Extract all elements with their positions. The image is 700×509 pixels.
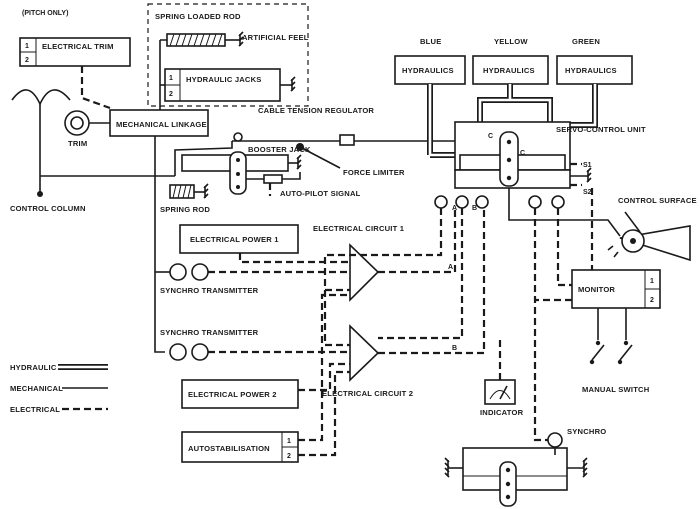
force-limiter-label: FORCE LIMITER bbox=[343, 168, 405, 177]
amplifier-1 bbox=[349, 243, 380, 302]
pulley-top bbox=[233, 132, 243, 142]
manual-switch-label: MANUAL SWITCH bbox=[582, 385, 649, 394]
trim-electrical-line bbox=[80, 66, 111, 110]
trim-label: TRIM bbox=[68, 139, 87, 148]
mechanical-linkage-label: MECHANICAL LINKAGE bbox=[116, 120, 207, 129]
autostab-digit-1: 1 bbox=[287, 438, 291, 445]
synchro-transmitter-2 bbox=[169, 343, 209, 361]
spring-rod bbox=[169, 183, 209, 199]
blue-label: BLUE bbox=[420, 37, 441, 46]
feedback-1 bbox=[323, 208, 443, 292]
monitor-digit-1: 1 bbox=[650, 278, 654, 285]
spring-rod-label: SPRING ROD bbox=[160, 205, 210, 214]
hydraulics-blue-label: HYDRAULICS bbox=[402, 66, 454, 75]
spring-loaded-rod bbox=[166, 31, 244, 47]
electrical-trim-label: ELECTRICAL TRIM bbox=[42, 42, 114, 51]
trim-wheel bbox=[64, 110, 90, 136]
monitor-label: MONITOR bbox=[578, 285, 615, 294]
cable-to-booster bbox=[174, 141, 233, 176]
scu-to-synchro bbox=[533, 208, 555, 442]
green-label: GREEN bbox=[572, 37, 600, 46]
cross-feed bbox=[323, 290, 350, 347]
servo-control-unit-label: SERVO-CONTROL UNIT bbox=[556, 125, 646, 134]
control-column bbox=[11, 89, 71, 197]
synchro-transmitter-2-label: SYNCHRO TRANSMITTER bbox=[160, 328, 259, 337]
scu-a-label: A bbox=[452, 205, 457, 212]
autostabilisation-label: AUTOSTABILISATION bbox=[188, 444, 270, 453]
electrical-power-1-box: ELECTRICAL POWER 1 bbox=[179, 224, 299, 254]
autostab-to-circuit-2 bbox=[298, 370, 350, 457]
hydraulics-green-label: HYDRAULICS bbox=[565, 66, 617, 75]
power-1-to-circuit-1 bbox=[238, 253, 350, 264]
legend-electrical-label: ELECTRICAL bbox=[10, 405, 60, 414]
scu-to-surface-rod bbox=[508, 188, 621, 237]
s2-label: S2 bbox=[583, 189, 592, 196]
hydraulic-jacks-digit-1: 1 bbox=[169, 75, 173, 82]
hydraulic-jacks-digit-2: 2 bbox=[169, 91, 173, 98]
scu-b-label: B bbox=[472, 205, 477, 212]
mechanical-linkage-box: MECHANICAL LINKAGE bbox=[109, 109, 209, 137]
legend-hydraulic-label: HYDRAULIC bbox=[10, 363, 57, 372]
pitch-only-label: (PITCH ONLY) bbox=[22, 10, 68, 17]
electrical-trim-digit-2: 2 bbox=[25, 57, 29, 64]
artificial-feel-frame bbox=[147, 3, 309, 107]
circuit-2-b-label: B bbox=[452, 345, 457, 352]
scu-c-label: C bbox=[520, 150, 525, 157]
autostab-digit-2: 2 bbox=[287, 453, 291, 460]
legend: HYDRAULIC MECHANICAL ELECTRICAL bbox=[10, 363, 108, 414]
electrical-circuit-1-label: ELECTRICAL CIRCUIT 1 bbox=[313, 224, 405, 233]
synchro-transmitter-1-label: SYNCHRO TRANSMITTER bbox=[160, 286, 259, 295]
s1-label: S1 bbox=[583, 162, 592, 169]
hydraulics-yellow-label: HYDRAULICS bbox=[483, 66, 535, 75]
monitor-box: MONITOR 1 2 bbox=[571, 269, 661, 309]
control-surface bbox=[607, 211, 691, 262]
hydraulics-yellow-box: HYDRAULICS bbox=[472, 55, 549, 85]
cable-tension-regulator-label: CABLE TENSION REGULATOR bbox=[258, 106, 374, 115]
hydraulics-blue-box: HYDRAULICS bbox=[394, 55, 466, 85]
auto-pilot-signal-label: AUTO-PILOT SIGNAL bbox=[280, 189, 361, 198]
electrical-power-2-box: ELECTRICAL POWER 2 bbox=[181, 379, 299, 409]
electrical-circuit-2-label: ELECTRICAL CIRCUIT 2 bbox=[322, 389, 413, 398]
autostabilisation-box: AUTOSTABILISATION 1 2 bbox=[181, 431, 299, 463]
booster-jack-label: BOOSTER JACK bbox=[248, 145, 311, 154]
cable-c-label: C bbox=[488, 133, 493, 140]
hydraulic-jacks-box: 1 2 HYDRAULIC JACKS bbox=[164, 68, 296, 102]
control-surface-label: CONTROL SURFACE bbox=[618, 196, 697, 205]
control-column-label: CONTROL COLUMN bbox=[10, 204, 86, 213]
yellow-label: YELLOW bbox=[494, 37, 528, 46]
force-limiter-leader bbox=[299, 146, 341, 169]
artificial-feel-label: ARTIFICIAL FEEL bbox=[242, 33, 309, 42]
synchro-transmitter-1 bbox=[155, 263, 209, 281]
spring-loaded-rod-label: SPRING LOADED ROD bbox=[155, 12, 241, 21]
hydraulic-jacks-label: HYDRAULIC JACKS bbox=[186, 75, 262, 84]
electrical-trim-box: 1 2 ELECTRICAL TRIM bbox=[19, 37, 131, 67]
manual-switch bbox=[589, 308, 633, 365]
legend-mechanical-label: MECHANICAL bbox=[10, 384, 63, 393]
hydraulics-green-box: HYDRAULICS bbox=[556, 55, 633, 85]
electrical-power-1-label: ELECTRICAL POWER 1 bbox=[190, 235, 279, 244]
circuit-2-to-scu-b bbox=[378, 208, 486, 355]
amplifier-2 bbox=[349, 324, 380, 382]
power-2-to-circuit-2 bbox=[298, 362, 350, 392]
circuit-1-to-scu-a bbox=[378, 208, 457, 274]
indicator-label: INDICATOR bbox=[480, 408, 524, 417]
lower-actuator bbox=[444, 447, 588, 507]
feel-link-left bbox=[159, 39, 167, 122]
synchro-bottom bbox=[547, 432, 563, 448]
electrical-power-2-label: ELECTRICAL POWER 2 bbox=[188, 390, 277, 399]
scu-to-monitor bbox=[556, 208, 572, 287]
cable-tension-regulator bbox=[339, 134, 355, 146]
servo-control-unit bbox=[454, 121, 592, 189]
booster-jack bbox=[181, 151, 302, 195]
autostab-to-circuit-1 bbox=[298, 293, 350, 442]
main-vertical-cable bbox=[154, 136, 165, 353]
circuit-1-a-label: A bbox=[448, 264, 453, 271]
indicator-gauge bbox=[484, 379, 516, 405]
monitor-digit-2: 2 bbox=[650, 297, 654, 304]
electrical-trim-digit-1: 1 bbox=[25, 43, 29, 50]
synchro-label: SYNCHRO bbox=[567, 427, 606, 436]
